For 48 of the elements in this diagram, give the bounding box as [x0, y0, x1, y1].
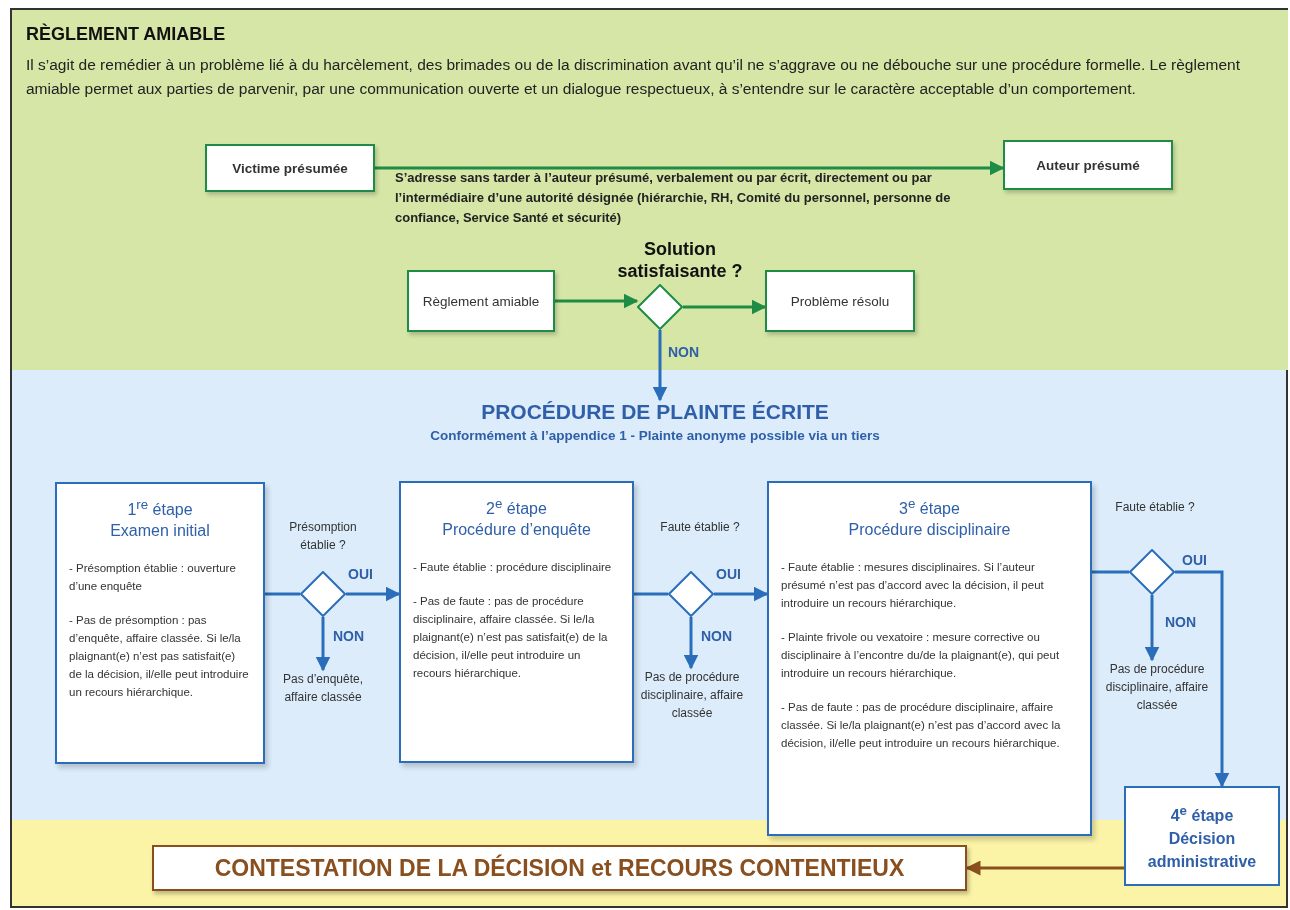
step-heading: 3$^{e}$ étape: [898, 495, 961, 520]
arrow: [683, 617, 699, 670]
procedure-title: PROCÉDURE DE PLAINTE ÉCRITE: [480, 400, 830, 424]
step-heading: Décision administrative: [1146, 829, 1258, 873]
step-box: [1124, 786, 1280, 886]
edge-label: S’adresse sans tarder à l’auteur présumé, verbalement ou par écrit, directement ou par l’intermédiaire d’une autorité désignée (hiérarchie, RH, Comité du personnel, personne de confiance, Service Santé et sécurité): [394, 169, 952, 227]
process-box: Victime présumée: [205, 144, 375, 192]
section-heading: RÈGLEMENT AMIABLE: [26, 24, 227, 45]
section-description: Il s’agit de remédier à un problème lié à du harcèlement, des brimades ou de la discrimination avant qu’il ne s’aggrave ou ne débouche sur une procédure formelle. Le règlement amiable permet aux parties de parvenir, par une communication ouverte et un dialogue respectueux, à s’entendre sur le caractère acceptable d’un comportement.: [26, 55, 1241, 99]
arrow: [315, 617, 331, 672]
arrow: [714, 586, 769, 602]
process-box: Règlement amiable: [407, 270, 555, 332]
procedure-subtitle: Conformément à l’appendice 1 - Plainte anonyme possible via un tiers: [429, 428, 881, 443]
appeal-box: CONTESTATION DE LA DÉCISION et RECOURS CONTENTIEUX: [152, 845, 967, 891]
step-description: - Pas de présomption : pas d’enquête, affaire classée. Si le/la plaignant(e) n’est pas satisfait(e) de la décision, il/elle peut introduire un recours hiérarchique.: [69, 613, 250, 701]
arrow: [346, 586, 401, 602]
step-box: [767, 481, 1092, 836]
question-label: Solution satisfaisante ?: [616, 238, 744, 282]
question-label: Présomption établie ?: [288, 519, 358, 554]
arrow: [375, 160, 1005, 176]
step-box: [399, 481, 634, 763]
step-box: [55, 482, 265, 764]
step-heading: 2$^{e}$ étape: [485, 495, 548, 520]
step-description: - Faute établie : procédure disciplinaire: [413, 560, 613, 576]
step-description: - Plainte frivole ou vexatoire : mesure corrective ou disciplinaire à l’encontre du/de la plaignant(e), qui peut introduire un recours hiérarchique.: [781, 630, 1061, 682]
step-description: - Faute établie : mesures disciplinaires. Si l’auteur présumé n’est pas d’accord avec la décision, il peut introduire un recours hiérarchique.: [781, 560, 1045, 612]
step-description: - Pas de faute : pas de procédure disciplinaire, affaire classée. Si le/la plaignant(e) n’est pas satisfait(e) de la décision, il/elle peut introduire un recours hiérarchique.: [413, 594, 609, 682]
step-description: - Pas de faute : pas de procédure disciplinaire, affaire classée. Si le/la plaignant(e) n’est pas d’accord avec la décision, il/elle peut introduire un recours hiérarchique.: [781, 700, 1062, 752]
arrow: [965, 860, 1124, 876]
process-box: Auteur présumé: [1003, 140, 1173, 190]
arrow: [683, 299, 767, 315]
arrow: [555, 293, 639, 309]
step-heading: Examen initial: [109, 521, 211, 542]
section-panel: [12, 10, 1288, 370]
step-description: - Présomption établie : ouverture d’une enquête: [69, 561, 237, 595]
question-label: Faute établie ?: [1114, 499, 1196, 516]
outcome-text: Pas d’enquête, affaire classée: [281, 671, 365, 706]
step-heading: Procédure disciplinaire: [847, 520, 1012, 541]
step-heading: Procédure d’enquête: [441, 520, 592, 541]
outcome-text: Pas de procédure disciplinaire, affaire classée: [640, 669, 744, 722]
outcome-text: Pas de procédure disciplinaire, affaire classée: [1105, 661, 1209, 714]
question-label: Faute établie ?: [659, 519, 741, 536]
arrow: [1144, 595, 1160, 662]
process-box: Problème résolu: [765, 270, 915, 332]
step-heading: 4$^{e}$ étape: [1170, 801, 1234, 827]
arrow: [1175, 570, 1230, 788]
arrow: [652, 330, 668, 402]
step-heading: 1$^{re}$ étape: [126, 496, 194, 521]
